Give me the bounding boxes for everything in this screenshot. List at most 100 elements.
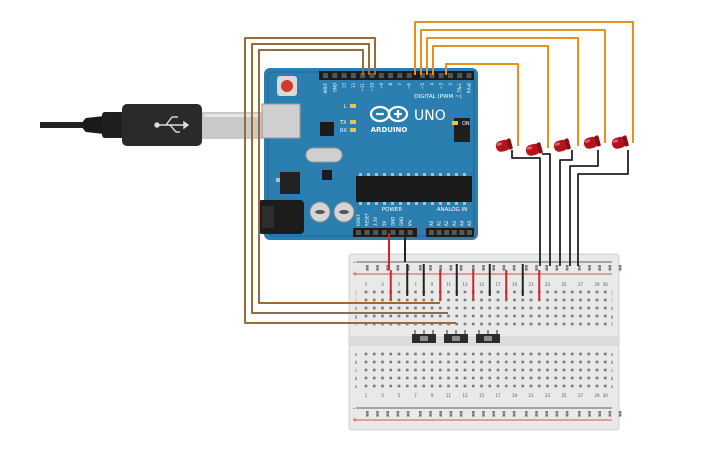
digital-pin[interactable] xyxy=(429,73,435,78)
power-pin-label: RESET xyxy=(365,213,370,226)
wire-led-4-gnd[interactable] xyxy=(569,150,599,266)
wires[interactable] xyxy=(244,21,634,324)
power-pin[interactable] xyxy=(407,230,413,235)
digital-pin-label: AREF xyxy=(323,82,328,93)
rail-minus-label: - xyxy=(353,259,355,266)
led-group[interactable] xyxy=(495,135,629,157)
breadboard-column-numbers: 1133557799111113131515171719192121232325… xyxy=(365,282,609,398)
row-letter: a xyxy=(355,384,358,389)
slide-switch-1[interactable] xyxy=(412,330,436,343)
wire-led-5-gnd[interactable] xyxy=(577,150,629,266)
power-pin[interactable] xyxy=(381,230,387,235)
digital-pin[interactable] xyxy=(457,73,463,78)
digital-pin-label: ~3 xyxy=(439,83,444,89)
row-letter: b xyxy=(611,376,614,381)
power-pin[interactable] xyxy=(356,230,361,235)
column-number: 7 xyxy=(414,393,417,398)
analog-pin[interactable] xyxy=(444,230,450,235)
switch-group[interactable] xyxy=(412,330,500,343)
arduino-logo-icon xyxy=(369,105,409,123)
digital-pin-label: TX▸1 xyxy=(457,83,462,94)
power-pin[interactable] xyxy=(364,230,370,235)
digital-pin[interactable] xyxy=(420,73,425,78)
analog-pin-label: A4 xyxy=(459,220,464,226)
digital-pin-label: 4 xyxy=(429,83,434,86)
digital-pin[interactable] xyxy=(438,73,444,78)
digital-pin[interactable] xyxy=(350,73,356,78)
wire-orange-5[interactable] xyxy=(445,63,519,146)
mcu-chip xyxy=(356,176,472,202)
led-2[interactable] xyxy=(525,142,543,157)
analog-pin[interactable] xyxy=(436,230,442,235)
power-pin-label: 5V xyxy=(382,220,387,226)
digital-pin[interactable] xyxy=(360,73,366,78)
rx-label: RX xyxy=(340,128,347,134)
mcu-pins xyxy=(359,173,466,205)
led-5[interactable] xyxy=(611,135,629,150)
digital-header xyxy=(319,71,474,80)
wire-brown-3[interactable] xyxy=(258,49,440,304)
digital-pin-label: 12 xyxy=(351,83,356,89)
column-number: 27 xyxy=(578,282,584,287)
column-number: 19 xyxy=(512,282,518,287)
usb-cable[interactable] xyxy=(40,104,262,146)
rail-minus-label: - xyxy=(353,405,355,412)
wire-orange-4[interactable] xyxy=(432,45,549,148)
digital-pin[interactable] xyxy=(369,73,375,78)
column-number: 15 xyxy=(479,282,485,287)
digital-pin-label: 7 xyxy=(397,83,402,86)
row-letter: g xyxy=(611,314,614,319)
power-pin[interactable] xyxy=(373,230,379,235)
digital-pin-label: 8 xyxy=(388,83,393,86)
wire-led-2-gnd[interactable] xyxy=(542,153,551,266)
digital-pin[interactable] xyxy=(323,73,328,78)
led-4[interactable] xyxy=(583,135,601,150)
power-pin[interactable] xyxy=(399,230,404,235)
wire-brown-2[interactable] xyxy=(251,43,448,314)
power-pin[interactable] xyxy=(390,230,396,235)
wire-led-3-gnd[interactable] xyxy=(559,150,573,266)
wire-brown-1[interactable] xyxy=(244,37,456,324)
column-number: 27 xyxy=(578,393,584,398)
slide-switch-2[interactable] xyxy=(444,330,468,343)
digital-pin[interactable] xyxy=(388,73,394,78)
on-led xyxy=(452,121,458,125)
column-number: 7 xyxy=(414,282,417,287)
column-number: 21 xyxy=(528,393,534,398)
analog-header xyxy=(426,228,474,237)
digital-pin-row xyxy=(323,73,472,78)
led-1[interactable] xyxy=(495,138,513,153)
led-3[interactable] xyxy=(553,138,571,153)
wire-orange-2[interactable] xyxy=(420,29,606,143)
digital-pin[interactable] xyxy=(447,73,453,78)
digital-pin[interactable] xyxy=(378,73,384,78)
tx-label: TX xyxy=(339,120,347,126)
analog-pin[interactable] xyxy=(429,230,434,235)
column-number: 3 xyxy=(381,393,384,398)
digital-pin[interactable] xyxy=(332,73,338,78)
analog-label: ANALOG IN xyxy=(437,207,468,213)
column-number: 17 xyxy=(495,282,501,287)
l-label: L xyxy=(344,104,347,110)
analog-pin[interactable] xyxy=(459,230,465,235)
column-number: 9 xyxy=(431,282,434,287)
row-letter: c xyxy=(611,368,613,373)
wire-orange-3[interactable] xyxy=(426,37,579,146)
column-number: 25 xyxy=(561,393,567,398)
digital-pin[interactable] xyxy=(397,73,403,78)
digital-pin-label: 13 xyxy=(342,83,347,89)
wire-orange-1[interactable] xyxy=(414,21,634,143)
analog-pin[interactable] xyxy=(451,230,457,235)
column-number: 5 xyxy=(398,393,401,398)
digital-pin[interactable] xyxy=(466,73,472,78)
row-letter: e xyxy=(611,352,614,357)
digital-pin[interactable] xyxy=(406,73,412,78)
slide-switch-3[interactable] xyxy=(476,330,500,343)
digital-pin[interactable] xyxy=(341,73,347,78)
analog-pin[interactable] xyxy=(467,230,472,235)
wire-led-1-gnd[interactable] xyxy=(511,150,541,266)
column-number: 13 xyxy=(462,282,468,287)
